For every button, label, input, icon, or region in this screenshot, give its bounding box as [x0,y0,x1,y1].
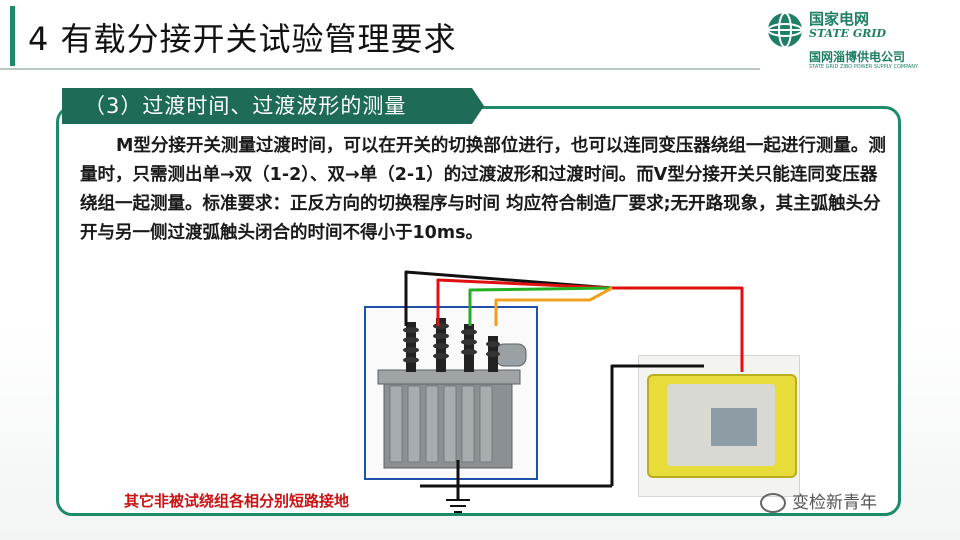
wire-red [436,278,744,372]
tester-case [647,374,797,478]
logo-sub: 国网淄博供电公司 [809,50,906,64]
page-title: 4 有载分接开关试验管理要求 [28,20,457,58]
wire-black [404,270,613,326]
watermark-text: 变检新青年 [792,493,877,513]
logo-en: STATE GRID [809,27,887,40]
logo-cn: 国家电网 [809,10,870,28]
transformer-icon [377,318,527,469]
wire-orange [494,286,613,326]
state-grid-globe-icon [767,12,803,48]
title-accent-bar [10,6,15,66]
wechat-icon [760,493,786,513]
section-label-tail [472,88,484,124]
body-paragraph: M型分接开关测量过渡时间，可以在开关的切换部位进行，也可以连同变压器绕组一起进行… [80,132,890,248]
figure-caption: 其它非被试绕组各相分别短路接地 [124,492,350,510]
tester-device [638,355,800,497]
watermark: 变检新青年 [760,488,877,513]
tester-panel [667,384,775,466]
ground-symbol-icon [446,499,470,513]
section-label: （3）过渡时间、过渡波形的测量 [62,88,472,124]
transformer-frame [364,306,538,480]
wire-black-tester [610,364,704,486]
title-divider [0,68,760,70]
wire-green [468,286,613,326]
paragraph-text: M型分接开关测量过渡时间，可以在开关的切换部位进行，也可以连同变压器绕组一起进行… [80,136,886,243]
company-logo: 国家电网 STATE GRID 国网淄博供电公司 STATE GRID ZIBO… [765,6,955,70]
logo-subsub: STATE GRID ZIBO POWER SUPPLY COMPANY [809,64,919,70]
tester-screen [711,408,757,446]
